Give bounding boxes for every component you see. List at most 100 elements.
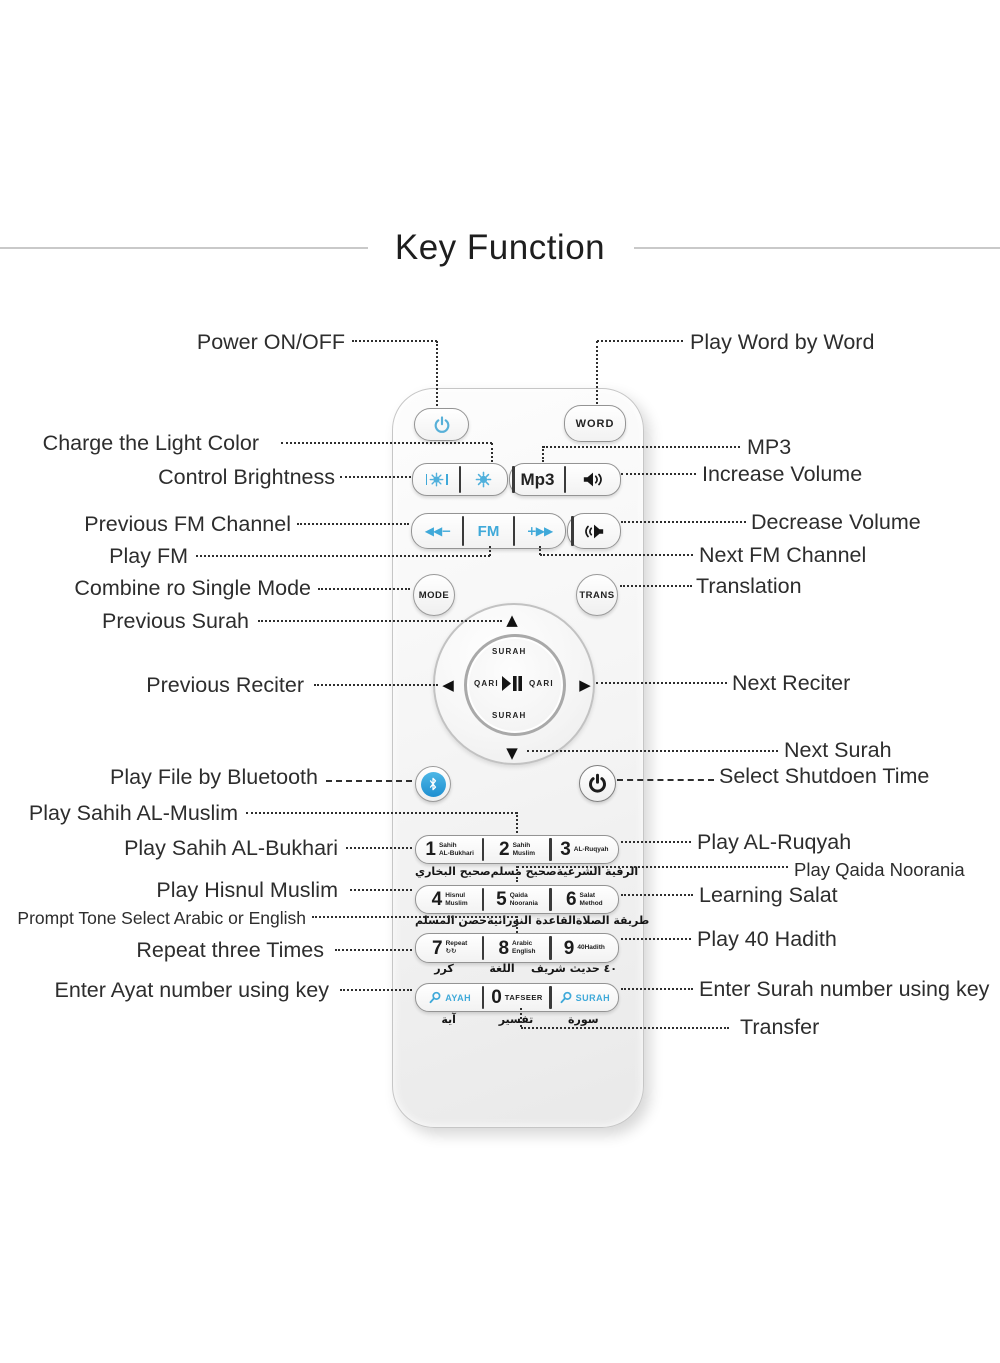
arabic-caption-row: آية تفسير سورة bbox=[441, 1013, 599, 1026]
bluetooth-button[interactable] bbox=[415, 766, 451, 802]
mp3-volume-group: Mp3 bbox=[509, 463, 621, 496]
label-previous-fm-channel: Previous FM Channel bbox=[84, 512, 291, 536]
volume-down-button[interactable] bbox=[567, 513, 621, 549]
key-number: 6 bbox=[565, 889, 577, 910]
button-separator bbox=[481, 888, 485, 911]
key-ayah-search[interactable]: AYAH bbox=[416, 984, 485, 1011]
qari-left-label: QARI bbox=[474, 679, 499, 688]
label-mp3: MP3 bbox=[747, 435, 792, 459]
label-previous-surah: Previous Surah bbox=[102, 609, 249, 633]
label-enter-ayat-number: Enter Ayat number using key bbox=[54, 978, 329, 1002]
connector-line bbox=[621, 473, 696, 475]
label-repeat-three-times: Repeat three Times bbox=[136, 938, 324, 962]
connector-line bbox=[258, 620, 502, 622]
surah-up-label: SURAH bbox=[492, 647, 527, 656]
button-separator bbox=[549, 936, 552, 960]
key-3-al-ruqyah[interactable]: 3 AL-Ruqyah bbox=[560, 839, 609, 860]
label-control-brightness: Control Brightness bbox=[158, 465, 335, 489]
charge-light-color-button[interactable] bbox=[460, 464, 507, 495]
label-play-file-bluetooth: Play File by Bluetooth bbox=[110, 765, 318, 789]
play-pause-icon[interactable] bbox=[501, 674, 524, 693]
connector-line bbox=[597, 340, 683, 342]
play-fm-button[interactable]: FM bbox=[463, 514, 515, 548]
key-number: 0 bbox=[491, 987, 502, 1008]
label-decrease-volume: Decrease Volume bbox=[751, 510, 921, 534]
previous-fm-channel-button[interactable]: ◀◀− bbox=[412, 514, 464, 548]
button-separator bbox=[481, 838, 485, 861]
mp3-button-label: Mp3 bbox=[520, 469, 555, 489]
previous-surah-arrow-icon[interactable]: ▲ bbox=[506, 610, 518, 629]
label-translation: Translation bbox=[696, 574, 802, 598]
mode-button[interactable]: MODE bbox=[413, 574, 455, 616]
label-play-word-by-word: Play Word by Word bbox=[690, 330, 875, 354]
shutdown-timer-button[interactable] bbox=[579, 765, 616, 802]
connector-line bbox=[539, 546, 541, 555]
connector-line bbox=[540, 554, 693, 556]
speaker-quiet-icon bbox=[583, 523, 605, 540]
connector-line bbox=[318, 588, 410, 590]
connector-line bbox=[436, 341, 438, 406]
volume-up-button[interactable] bbox=[565, 464, 620, 495]
mp3-button[interactable]: Mp3 bbox=[510, 464, 566, 495]
key-number: 8 bbox=[498, 937, 510, 959]
button-separator bbox=[481, 986, 485, 1009]
previous-reciter-arrow-icon[interactable]: ◀ bbox=[442, 675, 454, 694]
label-play-fm: Play FM bbox=[109, 544, 188, 568]
label-next-surah: Next Surah bbox=[784, 738, 892, 762]
key-number: 2 bbox=[499, 839, 510, 860]
connector-line bbox=[617, 779, 714, 781]
key-surah-search[interactable]: SURAH bbox=[551, 984, 618, 1011]
page-title: Key Function bbox=[394, 228, 606, 267]
key-7-repeat[interactable]: 7 Repeat↻↻ bbox=[416, 934, 485, 962]
connector-line bbox=[326, 780, 412, 782]
connector-line bbox=[621, 894, 693, 896]
button-separator bbox=[512, 516, 515, 546]
plus-forward-icon: +▶▶ bbox=[526, 524, 553, 538]
key-number: 4 bbox=[431, 889, 443, 910]
fm-button-group: ◀◀− FM +▶▶ bbox=[411, 513, 566, 549]
connector-line bbox=[350, 889, 412, 891]
connector-line bbox=[312, 916, 517, 918]
button-separator bbox=[461, 516, 464, 546]
connector-line bbox=[543, 446, 740, 448]
connector-line bbox=[596, 341, 598, 404]
next-reciter-arrow-icon[interactable]: ▶ bbox=[579, 675, 591, 694]
next-fm-channel-button[interactable]: +▶▶ bbox=[514, 514, 565, 548]
title-divider-right bbox=[634, 247, 1000, 249]
button-separator bbox=[549, 888, 552, 911]
connector-line bbox=[297, 523, 409, 525]
label-charge-light-color: Charge the Light Color bbox=[42, 431, 259, 455]
connector-line bbox=[516, 812, 518, 833]
key-0-tafseer[interactable]: 0 TAFSEER bbox=[483, 984, 552, 1011]
label-play-al-ruqyah: Play AL-Ruqyah bbox=[697, 830, 852, 854]
label-prompt-tone: Prompt Tone Select Arabic or English bbox=[17, 908, 306, 928]
key-number: 5 bbox=[496, 889, 507, 910]
connector-line bbox=[520, 1008, 522, 1027]
key-9-40hadith[interactable]: 9 40Hadith bbox=[563, 937, 605, 959]
speaker-loud-icon bbox=[582, 471, 604, 488]
word-button[interactable]: WORD bbox=[564, 405, 626, 442]
connector-line bbox=[516, 916, 518, 933]
key-label: TAFSEER bbox=[504, 993, 543, 1002]
control-brightness-button[interactable] bbox=[413, 464, 461, 495]
label-play-qaida-noorania: Play Qaida Noorania bbox=[794, 859, 965, 880]
power-knob-icon bbox=[587, 773, 608, 794]
power-button[interactable] bbox=[414, 408, 469, 441]
button-separator bbox=[549, 838, 552, 861]
trans-button[interactable]: TRANS bbox=[576, 574, 618, 616]
next-surah-arrow-icon[interactable]: ▼ bbox=[506, 743, 518, 762]
connector-line bbox=[517, 866, 788, 868]
label-learning-salat: Learning Salat bbox=[699, 883, 838, 907]
bluetooth-icon bbox=[420, 771, 446, 797]
key-number: 9 bbox=[563, 937, 575, 959]
